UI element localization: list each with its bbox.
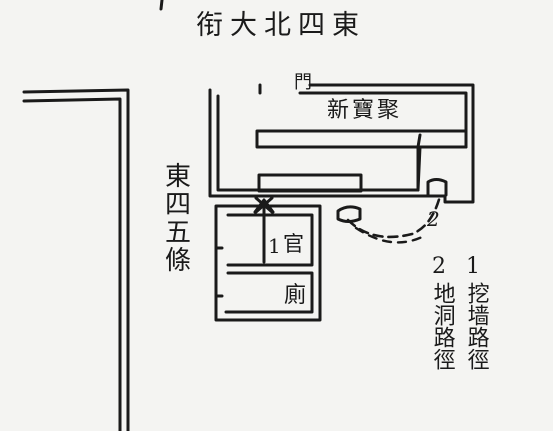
toilet-label: 廁 [284,283,307,308]
office-number: 1 [268,234,281,258]
office-label: 官 [283,232,304,256]
top-stroke [159,0,164,11]
arrow-head [253,198,275,214]
legend-2-number: 2 [432,254,446,279]
legend-2-text: 地洞路徑 [429,282,455,370]
tunnel-route [346,194,442,239]
post-box-right [426,178,448,197]
alley-west-label: 東四五條 [160,162,191,274]
annex-inner [226,213,314,267]
route-2-marker: 2 [427,207,440,231]
annex-mid-wall [224,271,314,314]
shop-name-label: 新寶聚 [327,98,403,123]
left-building-outline [22,88,130,431]
tunnel-route-lower [354,226,426,244]
counter-short [257,173,363,193]
post-box-left [336,205,362,223]
gate-label: 門 [294,72,312,93]
arrow-cross [254,196,274,214]
partition-stub [416,133,422,149]
left-building-inner [22,97,122,431]
legend-1-text: 挖墙路徑 [463,282,489,370]
shop-compound-outer [208,83,475,204]
legend-1-number: 1 [466,254,480,279]
counter-long [255,129,468,149]
street-north-label: 衔大北四東 [196,10,366,41]
